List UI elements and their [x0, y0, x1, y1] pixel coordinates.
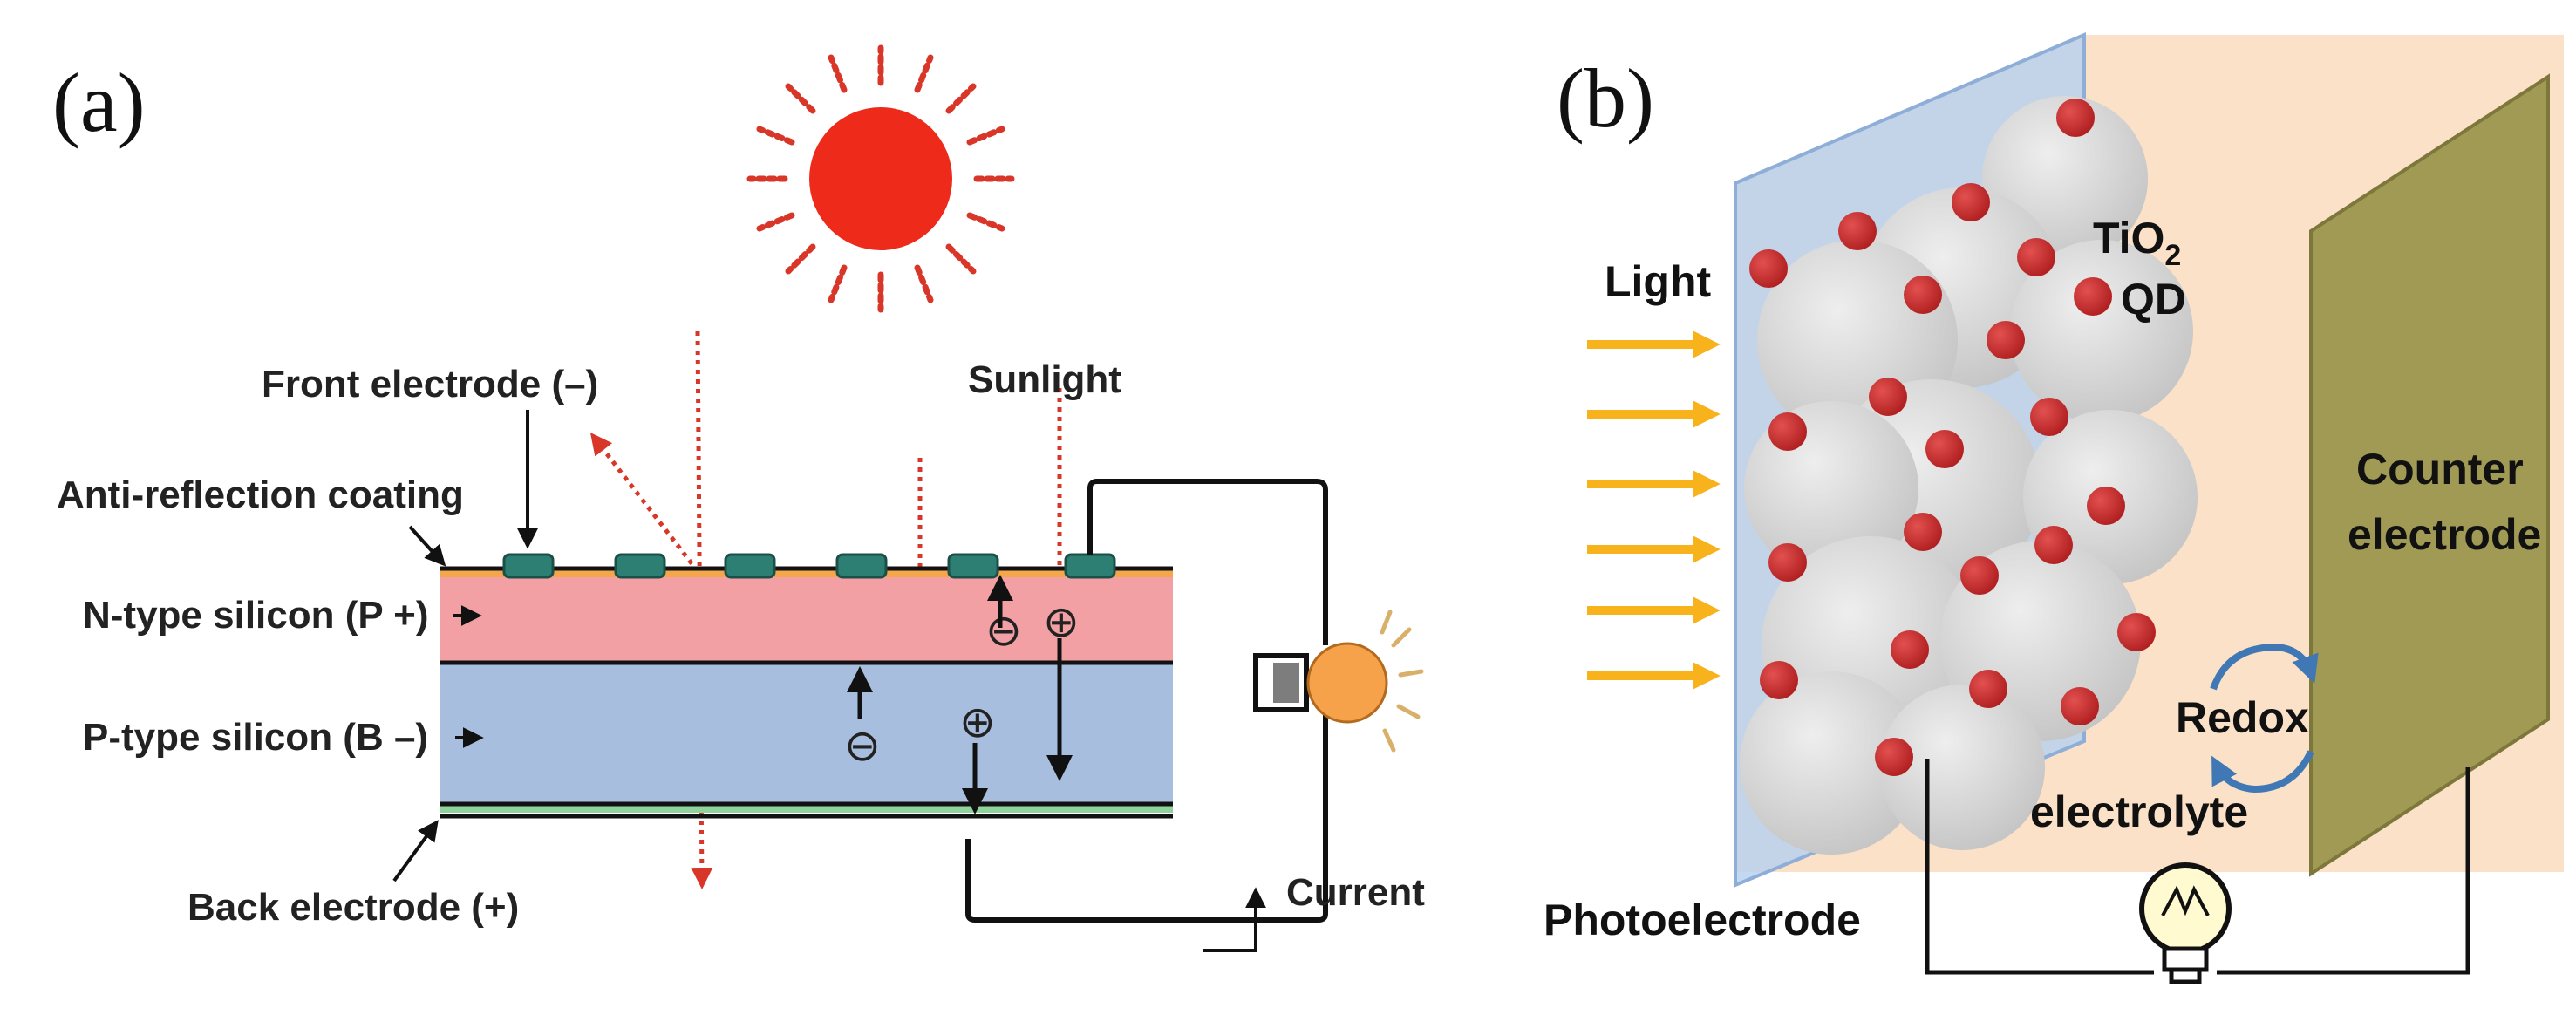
lightbulb-icon [2139, 862, 2232, 984]
panel-a-label: (a) [52, 56, 146, 149]
panel-a: (a) [52, 44, 1425, 952]
anti-reflection-label: Anti-reflection coating [57, 473, 464, 516]
current-label: Current [1286, 871, 1425, 914]
p-type-layer [440, 663, 1173, 804]
hole-symbol: ⊕ [959, 697, 996, 747]
current-arrow [1203, 887, 1266, 952]
panel-b: (b) [1544, 31, 2564, 984]
circuit-wire [965, 479, 1328, 923]
counter-electrode-label-2: electrode [2348, 510, 2541, 559]
light-label: Light [1605, 257, 1712, 306]
sun-icon [746, 44, 1015, 313]
front-electrode-pads [502, 553, 1116, 579]
quantum-dots [1749, 99, 2156, 776]
photoelectrode-label: Photoelectrode [1544, 896, 1861, 944]
electron-symbol: ⊖ [985, 605, 1022, 656]
tio2-subscript: 2 [2164, 239, 2181, 272]
sun-rays [746, 44, 1015, 313]
sunlight-label: Sunlight [968, 358, 1121, 401]
external-circuit [1925, 759, 2470, 975]
bulb-icon [1253, 610, 1424, 753]
charge-carriers: ⊖ ⊕ ⊖ ⊕ [844, 596, 1080, 771]
counter-electrode-label-1: Counter [2356, 445, 2524, 494]
carrier-arrows [847, 575, 1073, 814]
back-electrode-label: Back electrode (+) [187, 886, 519, 929]
p-type-label: P-type silicon (B –) [83, 716, 428, 759]
redox-label: Redox [2176, 693, 2309, 742]
anti-reflection-layer [440, 569, 1173, 577]
panel-b-label: (b) [1557, 51, 1654, 145]
back-electrode-layer [440, 804, 1173, 813]
tio2-label: TiO2 [2093, 214, 2181, 272]
electrolyte-label: electrolyte [2030, 787, 2248, 836]
qd-label: QD [2121, 275, 2186, 324]
front-electrode-label: Front electrode (–) [262, 363, 598, 405]
electron-symbol: ⊖ [844, 720, 881, 771]
n-type-label: N-type silicon (P +) [83, 594, 429, 637]
tio2-text: TiO [2093, 214, 2164, 262]
n-type-layer [440, 577, 1173, 663]
redox-cycle-icon [2210, 643, 2319, 794]
light-arrows [1587, 330, 1721, 691]
